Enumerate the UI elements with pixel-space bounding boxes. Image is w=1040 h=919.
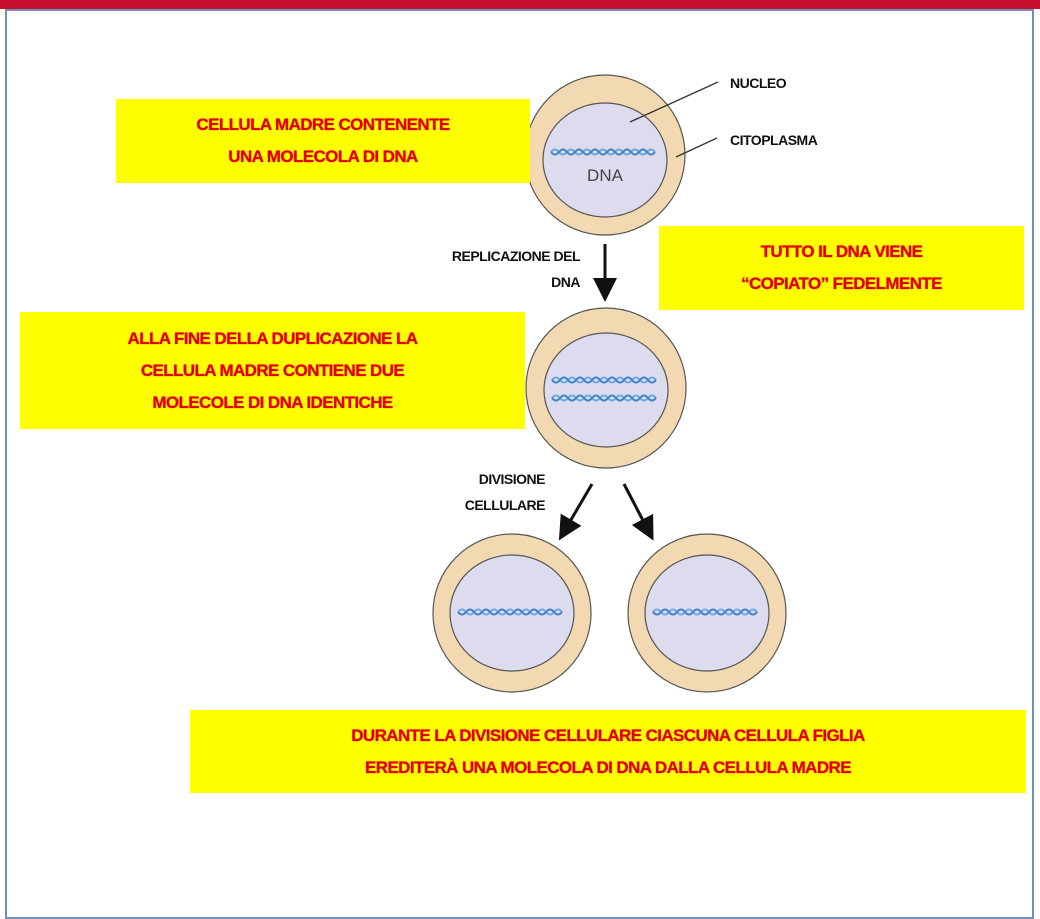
division-arrow-left bbox=[558, 483, 594, 541]
mother-cell: DNA bbox=[524, 74, 686, 236]
citoplasma-label: CITOPLASMA bbox=[730, 132, 818, 148]
mother-cell-callout: CELLULA MADRE CONTENENTE UNA MOLECOLA DI… bbox=[116, 99, 530, 183]
dna-helix bbox=[551, 376, 657, 384]
divisione-label: DIVISIONE CELLULARE bbox=[400, 466, 546, 518]
replicazione-line-1: REPLICAZIONE DEL bbox=[451, 248, 581, 264]
dna-helix bbox=[550, 148, 656, 156]
dna-helix bbox=[551, 394, 657, 402]
citoplasma-pointer bbox=[675, 137, 718, 158]
daughter-cell-right bbox=[627, 533, 787, 693]
divisione-line-2: CELLULARE bbox=[464, 497, 546, 513]
callout-line: UNA MOLECOLA DI DNA bbox=[228, 147, 418, 166]
division-callout: DURANTE LA DIVISIONE CELLULARE CIASCUNA … bbox=[190, 710, 1026, 793]
dna-helix bbox=[457, 608, 563, 616]
nucleo-label: NUCLEO bbox=[730, 75, 787, 91]
replicazione-line-2: DNA bbox=[551, 274, 580, 290]
callout-line: ALLA FINE DELLA DUPLICAZIONE LA bbox=[127, 328, 419, 348]
divisione-line-1: DIVISIONE bbox=[478, 471, 546, 487]
dna-label: DNA bbox=[587, 166, 624, 185]
callout-line: EREDITERÀ UNA MOLECOLA DI DNA DALLA CELL… bbox=[365, 757, 852, 777]
duplicated-cell bbox=[525, 307, 687, 469]
nucleus bbox=[542, 102, 668, 218]
division-arrow-right bbox=[622, 483, 654, 541]
nucleo-pointer bbox=[629, 81, 719, 123]
top-accent-bar bbox=[0, 0, 1040, 9]
dna-helix bbox=[652, 608, 758, 616]
callout-line: “COPIATO” FEDELMENTE bbox=[741, 274, 942, 293]
replicazione-label: REPLICAZIONE DEL DNA bbox=[400, 243, 581, 295]
callout-line: DURANTE LA DIVISIONE CELLULARE CIASCUNA … bbox=[351, 725, 865, 745]
callout-line: TUTTO IL DNA VIENE bbox=[760, 242, 923, 261]
callout-line: MOLECOLE DI DNA IDENTICHE bbox=[152, 392, 393, 412]
copied-callout: TUTTO IL DNA VIENE “COPIATO” FEDELMENTE bbox=[659, 226, 1024, 310]
nucleus bbox=[543, 332, 669, 448]
callout-line: CELLULA MADRE CONTIENE DUE bbox=[140, 360, 405, 380]
callout-line: CELLULA MADRE CONTENENTE bbox=[196, 115, 450, 134]
daughter-cell-left bbox=[432, 533, 592, 693]
end-duplication-callout: ALLA FINE DELLA DUPLICAZIONE LA CELLULA … bbox=[20, 312, 525, 429]
